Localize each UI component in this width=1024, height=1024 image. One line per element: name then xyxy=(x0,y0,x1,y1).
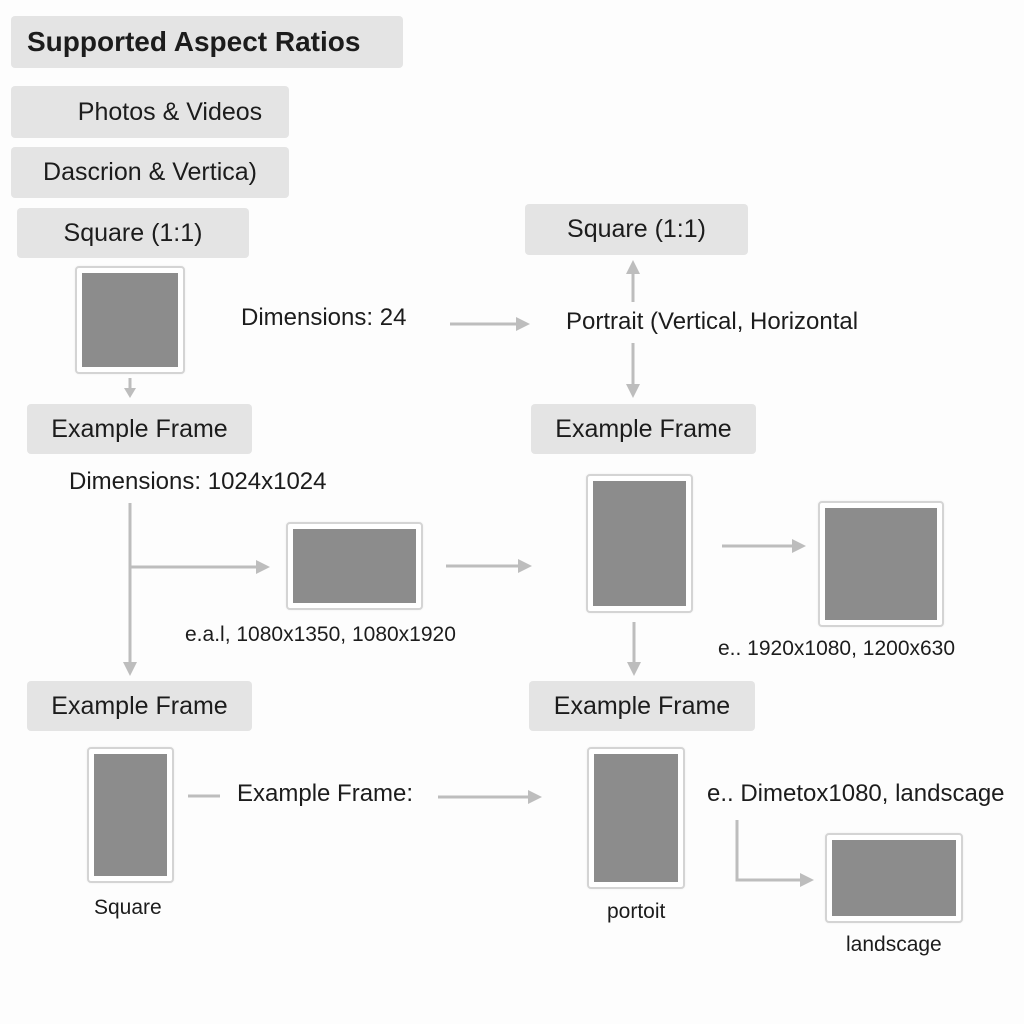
photos-videos-label: Photos & Videos xyxy=(11,86,289,138)
example-frame-pill-right-2: Example Frame xyxy=(529,681,755,731)
example-frame-pill-right-1: Example Frame xyxy=(531,404,756,454)
square-frame-thumbnail-right xyxy=(818,501,944,627)
arrow-trunk-down xyxy=(123,503,137,676)
dimetox-landscage-text: e.. Dimetox1080, landscage xyxy=(707,780,1005,807)
square-caption: Square xyxy=(94,896,162,919)
square-frame-thumbnail xyxy=(75,266,185,374)
examples-1080-text: e.a.l, 1080x1350, 1080x1920 xyxy=(185,623,456,646)
landscape-frame-thumbnail xyxy=(286,522,423,610)
square-frame-fill xyxy=(82,273,178,367)
arrow-trunk-to-landscape xyxy=(130,560,270,574)
portrait-vertical-horizontal-text: Portrait (Vertical, Horizontal xyxy=(566,308,859,335)
landscage-frame-fill xyxy=(832,840,956,916)
dimensions-24-text: Dimensions: 24 xyxy=(241,304,407,331)
landscape-frame-fill xyxy=(293,529,416,603)
arrow-elbow-to-landscage xyxy=(735,820,814,887)
portrait-frame-fill-right xyxy=(593,481,686,606)
page-title: Supported Aspect Ratios xyxy=(11,16,403,68)
landscage-caption: landscage xyxy=(846,933,942,956)
example-frame-pill-left-2: Example Frame xyxy=(27,681,252,731)
arrow-portrait-frame-down xyxy=(627,622,641,676)
arrow-portrait-to-square xyxy=(626,260,640,302)
arrow-dimensions-to-portrait xyxy=(450,317,530,331)
square-ratio-pill-left: Square (1:1) xyxy=(17,208,249,258)
square-ratio-pill-right: Square (1:1) xyxy=(525,204,748,255)
arrow-landscape-to-portrait xyxy=(446,559,532,573)
portoit-caption: portoit xyxy=(607,900,666,923)
arrow-example-to-portoit xyxy=(438,790,542,804)
portrait-frame-fill-left xyxy=(94,754,167,876)
example-frame-colon-text: Example Frame: xyxy=(237,780,414,807)
dimensions-1024-text: Dimensions: 1024x1024 xyxy=(69,468,327,495)
arrow-portrait-to-example xyxy=(626,343,640,398)
portoit-frame-fill xyxy=(594,754,678,882)
landscage-frame-thumbnail xyxy=(825,833,963,923)
arrow-square-to-example xyxy=(124,378,136,398)
square-frame-fill-right xyxy=(825,508,937,620)
description-vertical-label: Dascrion & Vertica) xyxy=(11,147,289,198)
portoit-frame-thumbnail xyxy=(587,747,685,889)
portrait-frame-thumbnail-left xyxy=(87,747,174,883)
example-frame-pill-left-1: Example Frame xyxy=(27,404,252,454)
arrow-portrait-to-square-frame xyxy=(722,539,806,553)
portrait-frame-thumbnail-right xyxy=(586,474,693,613)
examples-1920-text: e.. 1920x1080, 1200x630 xyxy=(718,637,956,660)
